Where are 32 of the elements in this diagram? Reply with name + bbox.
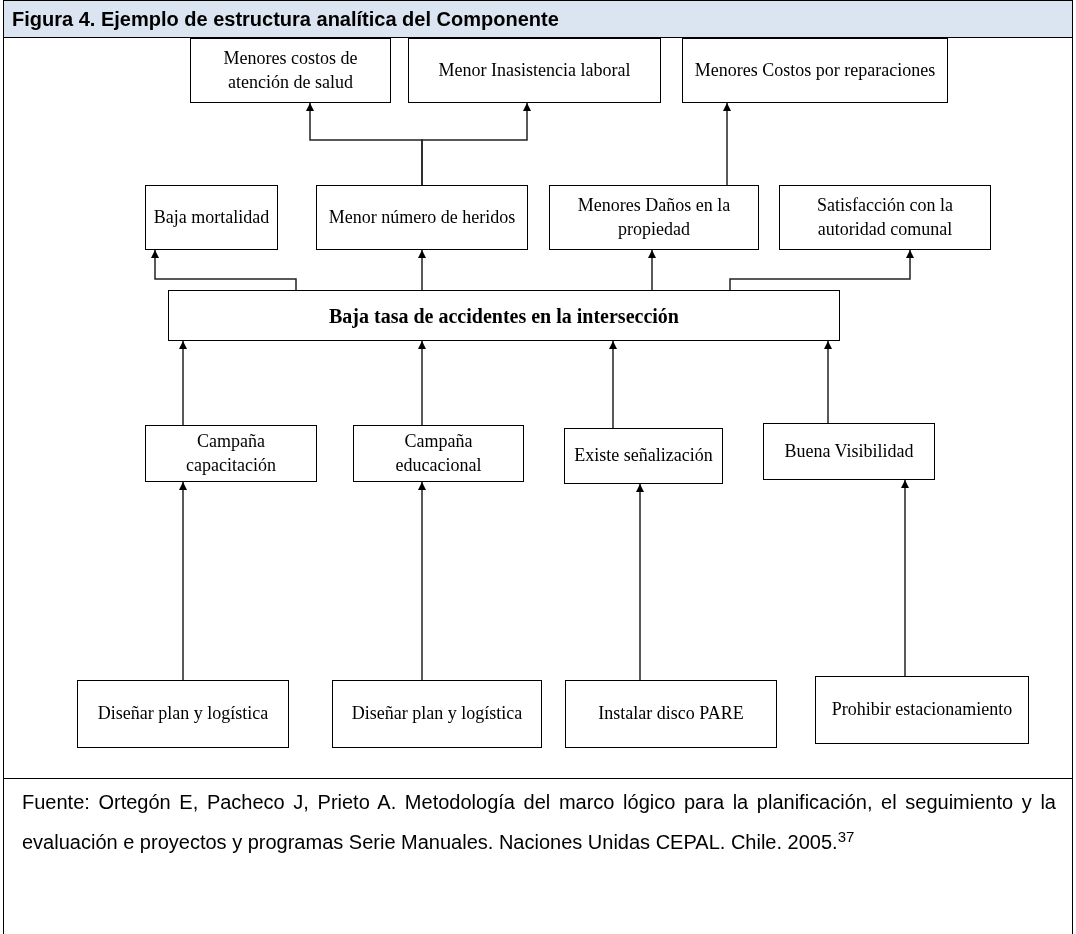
- text-box: Baja mortalidad: [145, 185, 278, 250]
- arrow: [723, 102, 731, 186]
- arrow: [418, 249, 426, 291]
- arrow: [729, 249, 914, 291]
- arrow: [609, 340, 617, 429]
- figure-title: Figura 4. Ejemplo de estructura analítica del Componente: [4, 0, 1072, 38]
- arrow: [179, 481, 187, 681]
- text-box: Menores Costos por reparaciones: [682, 38, 948, 103]
- arrow: [151, 249, 297, 291]
- arrow: [179, 340, 187, 426]
- text-box: Campaña educacional: [353, 425, 524, 482]
- arrow: [636, 483, 644, 681]
- text-box: Campaña capacitación: [145, 425, 317, 482]
- arrow: [418, 481, 426, 681]
- text-box: Buena Visibilidad: [763, 423, 935, 480]
- text-box: Instalar disco PARE: [565, 680, 777, 748]
- text-box: Diseñar plan y logística: [77, 680, 289, 748]
- arrow: [824, 340, 832, 424]
- text-box: Diseñar plan y logística: [332, 680, 542, 748]
- text-box: Satisfacción con la autoridad comunal: [779, 185, 991, 250]
- text-box: Existe señalización: [564, 428, 723, 484]
- arrow: [901, 479, 909, 677]
- arrow: [648, 249, 656, 291]
- text-box: Menor Inasistencia laboral: [408, 38, 661, 103]
- text-box: Menores costos de atención de salud: [190, 38, 391, 103]
- text-box: Menores Daños en la propiedad: [549, 185, 759, 250]
- text-box: Prohibir estacionamiento: [815, 676, 1029, 744]
- text-box: Baja tasa de accidentes en la intersección: [168, 290, 840, 341]
- text-box: Menor número de heridos: [316, 185, 528, 250]
- source-caption: Fuente: Ortegón E, Pacheco J, Prieto A. Metodología del marco lógico para la planificación, el seguimiento y la evaluación e proyectos y programas Serie Manuales. Naciones Unidas CEPAL. Chile. 2005.$^{37}$: [22, 790, 1056, 855]
- arrow: [418, 340, 426, 426]
- arrow: [421, 102, 531, 186]
